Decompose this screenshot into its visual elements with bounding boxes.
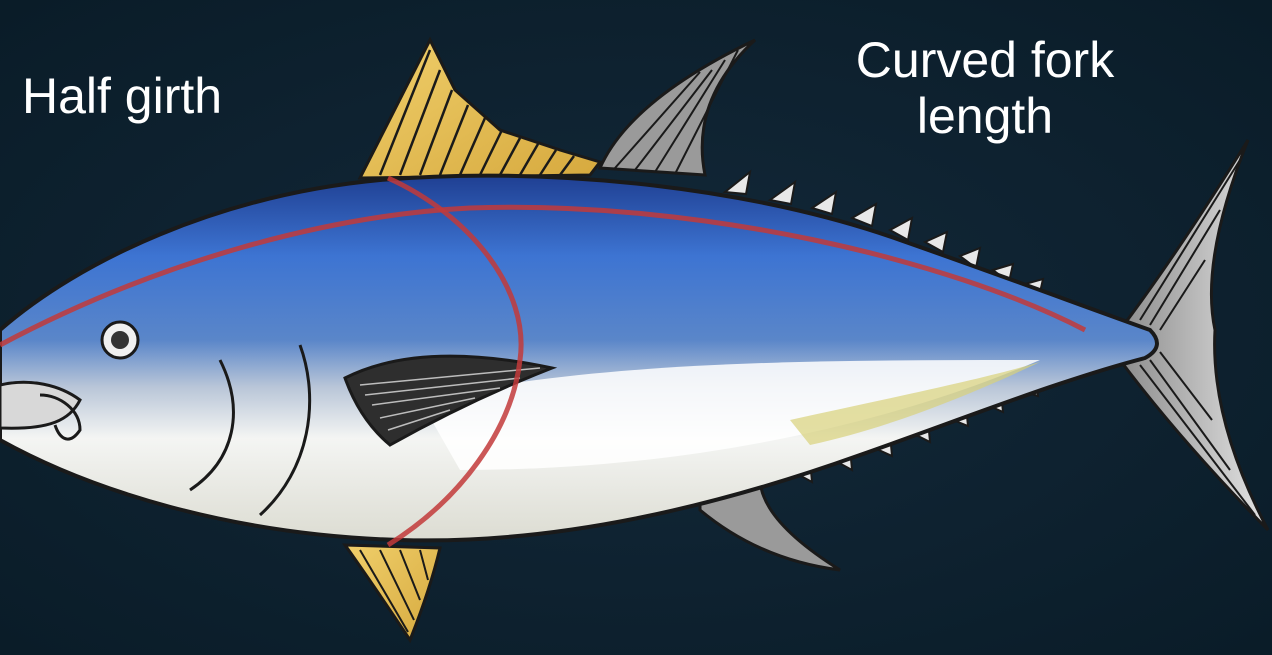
curved-fork-length-label-line2: length (820, 88, 1150, 144)
curved-fork-length-label-line1: Curved fork (820, 32, 1150, 88)
half-girth-label: Half girth (22, 68, 222, 124)
pupil (111, 331, 129, 349)
curved-fork-length-label: Curved fork length (820, 32, 1150, 144)
